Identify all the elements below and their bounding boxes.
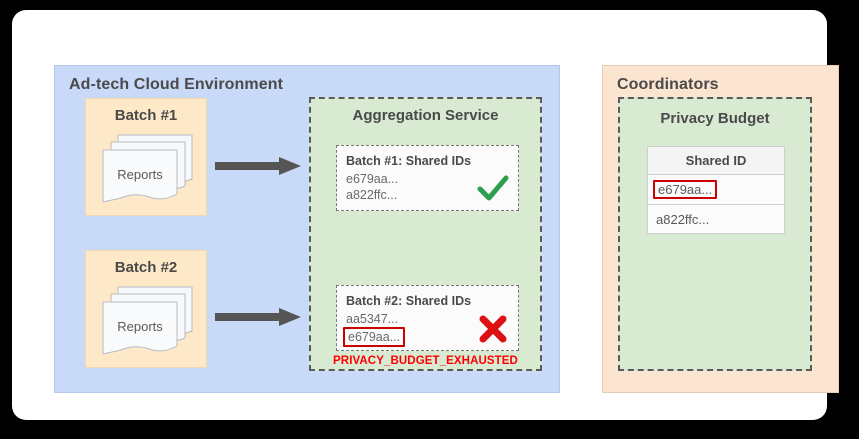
table-cell-shared-id: a822ffc... bbox=[647, 204, 785, 234]
table-header-row: Shared ID bbox=[647, 146, 785, 175]
table-row: e679aa... bbox=[647, 174, 785, 205]
shared-id-value-flagged: e679aa... bbox=[343, 327, 406, 347]
panel-coordinators-title: Coordinators bbox=[617, 76, 719, 93]
reports-document-stack-1: Reports bbox=[100, 133, 198, 207]
documents-icon: Reports bbox=[102, 286, 193, 355]
arrow-batch1-to-aggregation bbox=[215, 157, 301, 175]
shared-ids-card-1-title: Batch #1: Shared IDs bbox=[346, 154, 472, 168]
batch-box-2: Batch #2 Reports bbox=[85, 250, 207, 368]
batch-box-1: Batch #1 Reports bbox=[85, 98, 207, 216]
table-cell-shared-id: e679aa... bbox=[647, 174, 785, 205]
arrow-right-icon bbox=[215, 157, 301, 175]
documents-icon: Reports bbox=[102, 134, 193, 203]
shared-ids-card-2-title: Batch #2: Shared IDs bbox=[346, 294, 472, 308]
shared-ids-card-batch-1: Batch #1: Shared IDs e679aa... a822ffc..… bbox=[336, 145, 519, 211]
panel-adtech-title: Ad-tech Cloud Environment bbox=[69, 76, 284, 93]
reports-label-2: Reports bbox=[117, 319, 163, 334]
batch-2-label: Batch #2 bbox=[114, 259, 178, 276]
shared-id-value: a822ffc... bbox=[346, 188, 398, 202]
privacy-budget-box: Privacy Budget Shared ID e679aa... a822f… bbox=[618, 97, 812, 371]
shared-id-value: e679aa... bbox=[346, 172, 399, 186]
privacy-budget-error-text: PRIVACY_BUDGET_EXHAUSTED bbox=[333, 355, 518, 367]
column-header-shared-id: Shared ID bbox=[647, 146, 785, 175]
shared-ids-card-batch-2: Batch #2: Shared IDs aa5347... e679aa... bbox=[336, 285, 519, 351]
aggregation-service-title: Aggregation Service bbox=[352, 107, 499, 124]
privacy-budget-table: Shared ID e679aa... a822ffc... bbox=[647, 146, 785, 234]
privacy-budget-title: Privacy Budget bbox=[660, 110, 770, 127]
shared-id-value: aa5347... bbox=[346, 312, 399, 326]
table-row: a822ffc... bbox=[647, 204, 785, 234]
batch-1-label: Batch #1 bbox=[114, 107, 178, 124]
arrow-batch2-to-aggregation bbox=[215, 308, 301, 326]
status-cross-icon bbox=[476, 312, 510, 346]
status-check-icon bbox=[476, 172, 510, 206]
shared-id-value-highlighted: e679aa... bbox=[653, 180, 718, 199]
arrow-right-icon bbox=[215, 308, 301, 326]
reports-label-1: Reports bbox=[117, 167, 163, 182]
reports-document-stack-2: Reports bbox=[100, 285, 198, 359]
aggregation-service-box: Aggregation Service Batch #1: Shared IDs… bbox=[309, 97, 542, 371]
diagram-card: Ad-tech Cloud Environment Batch #1 Repor… bbox=[12, 10, 839, 420]
